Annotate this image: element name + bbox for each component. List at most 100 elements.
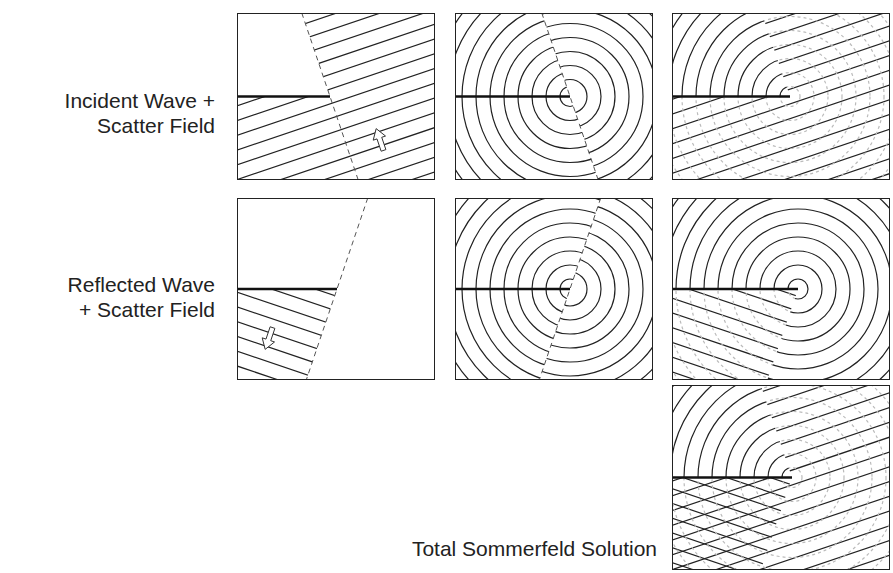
wavefront-circle xyxy=(662,153,893,425)
wavefront-line xyxy=(0,0,635,6)
wavefront-line xyxy=(0,75,745,331)
wavefront-line xyxy=(0,0,680,138)
wavefront-line xyxy=(502,0,893,172)
wavefront-circle xyxy=(455,0,685,212)
wavefront-line xyxy=(0,221,696,477)
wavefront-line xyxy=(357,184,893,440)
wavefront-line xyxy=(39,227,797,483)
wavefront-line xyxy=(493,0,893,198)
wavefront-line xyxy=(390,247,893,503)
row-label: Reflected Wave + Scatter Field xyxy=(50,272,215,322)
wavefront-circle xyxy=(336,0,804,331)
cylindrical-wavefronts xyxy=(550,41,893,537)
wavefront-circle xyxy=(656,342,893,573)
wavefront-circle xyxy=(612,0,893,275)
wavefront-line xyxy=(402,316,893,572)
half-plane-screen xyxy=(237,288,337,291)
wavefront-circle xyxy=(642,328,893,573)
wavefront-circle xyxy=(614,300,893,573)
wavefront-circle xyxy=(544,230,893,573)
wavefront-circle xyxy=(584,0,893,303)
wavefront-line xyxy=(440,55,893,311)
wavefront-line xyxy=(404,207,893,463)
wavefront-line xyxy=(421,154,893,410)
wavefront-line xyxy=(433,290,893,546)
wavefront-line xyxy=(439,101,893,357)
wavefront-line xyxy=(3,121,761,377)
wavefront-line xyxy=(7,134,765,390)
wavefront-circle xyxy=(427,146,713,432)
half-plane-screen xyxy=(672,476,792,479)
wavefront-line xyxy=(364,0,893,85)
wavefront-line xyxy=(14,0,772,251)
wavefront-line xyxy=(447,250,893,506)
wavefront-circle xyxy=(462,0,678,205)
wavefront-line xyxy=(363,327,893,573)
wavefront-circle xyxy=(586,272,893,573)
wavefront-circle xyxy=(612,0,893,275)
wavefront-line xyxy=(0,2,720,258)
wavefront-line xyxy=(436,41,893,297)
wavefront-line xyxy=(449,81,893,337)
wave-panel xyxy=(310,0,893,510)
wave-panel xyxy=(312,51,893,573)
wavefront-line xyxy=(0,0,639,19)
wavefront-line xyxy=(0,234,691,490)
wavefront-line xyxy=(351,0,893,46)
wavefront-circle xyxy=(556,0,893,331)
wavefront-circle xyxy=(434,0,706,233)
wavefront-circle xyxy=(606,97,893,481)
wavefront-circle xyxy=(586,272,893,573)
panel-frame xyxy=(673,199,890,380)
wavefront-line xyxy=(406,330,893,573)
wavefront-circle xyxy=(558,244,893,573)
wavefront-line xyxy=(0,0,684,152)
wavefront-line xyxy=(380,250,893,506)
wavefront-circle xyxy=(343,0,797,324)
wavefront-line xyxy=(387,0,893,152)
wavefront-line xyxy=(371,224,893,480)
wavefront-circle xyxy=(640,0,893,247)
wavefront-line xyxy=(430,128,893,384)
wavefront-line xyxy=(342,0,893,19)
wavefront-line xyxy=(487,131,893,387)
wave-panel xyxy=(315,0,825,352)
wavefront-line xyxy=(0,181,709,437)
wavefront-line xyxy=(366,210,893,466)
wavefront-line xyxy=(457,48,893,304)
wavefront-circle xyxy=(598,0,893,289)
wavefront-line xyxy=(1,35,759,291)
wavefront-line xyxy=(369,0,893,99)
wavefront-line xyxy=(492,117,893,373)
wavefront-line xyxy=(55,0,813,132)
wavefront-circle xyxy=(572,258,893,573)
wavefront-circle xyxy=(329,0,811,338)
wavefront-circle xyxy=(606,97,893,481)
wavefront-line xyxy=(485,187,893,443)
row-label: Total Sommerfeld Solution xyxy=(237,536,657,561)
direction-arrow xyxy=(262,327,275,350)
wavefront-circle xyxy=(399,0,741,268)
wavefront-line xyxy=(503,240,893,496)
wavefront-line xyxy=(37,0,795,185)
wavefront-circle xyxy=(628,314,893,573)
wavefront-line xyxy=(409,0,893,218)
wavefront-line xyxy=(418,0,893,244)
wavefront-line xyxy=(12,147,770,403)
wavefront-line xyxy=(25,187,783,443)
wavefront-line xyxy=(444,88,893,344)
wavefront-line xyxy=(32,0,790,198)
wavefront-line xyxy=(0,207,700,463)
wavefront-circle xyxy=(550,41,893,537)
wavefront-line xyxy=(408,194,893,450)
wavefront-circle xyxy=(626,0,893,261)
wavefront-line xyxy=(424,316,893,572)
wavefront-line xyxy=(0,0,707,218)
wavefront-line xyxy=(373,0,893,112)
wavefront-line xyxy=(0,0,662,85)
wavefront-line xyxy=(396,0,893,178)
wavefront-line xyxy=(471,9,893,265)
wave-panel xyxy=(318,0,893,573)
wavefront-line xyxy=(474,171,893,427)
wavefront-line xyxy=(0,68,742,324)
